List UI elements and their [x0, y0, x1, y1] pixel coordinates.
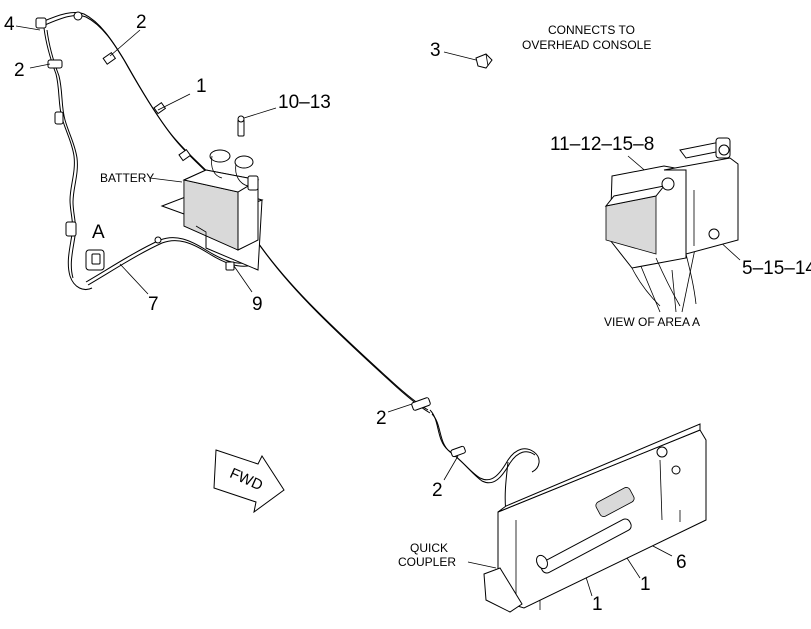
connects-label-line1: CONNECTS TO: [548, 23, 635, 37]
main-harness: [41, 11, 540, 535]
callout-1-low-b: 1: [592, 594, 603, 615]
area-a-view: [604, 137, 739, 307]
overhead-connector: [475, 53, 493, 69]
view-of-area-label: VIEW OF AREA A: [604, 315, 700, 329]
callout-2-mid: 2: [376, 408, 387, 429]
quick-coupler-illustration: [483, 423, 707, 613]
callout-2-left: 2: [14, 60, 25, 81]
callout-1-low-a: 1: [640, 574, 651, 595]
callout-4: 4: [4, 14, 15, 35]
callout-3: 3: [430, 40, 441, 61]
harness-clips: [35, 11, 466, 458]
callout-9: 9: [252, 294, 263, 315]
callout-10-13: 10–13: [278, 92, 331, 113]
callout-5-15-14: 5–15–14: [742, 258, 811, 279]
callout-numbers: 4 2 2 1 10–13 3 11–12–15–8 5–15–14 7 9 2…: [4, 12, 811, 615]
battery-illustration: [160, 149, 264, 271]
callout-1-upper: 1: [196, 76, 207, 97]
callout-6: 6: [676, 552, 687, 573]
area-a-marker: A: [92, 222, 105, 243]
callout-11-12-15-8: 11–12–15–8: [550, 134, 654, 155]
quick-coupler-label-line1: QUICK: [410, 541, 448, 555]
quick-coupler-label-line2: COUPLER: [398, 555, 456, 569]
forward-arrow-icon: FWD: [213, 449, 285, 514]
connects-label-line2: OVERHEAD CONSOLE: [522, 38, 651, 52]
callout-2-low: 2: [432, 480, 443, 501]
battery-label: BATTERY: [100, 171, 154, 185]
callout-2-top: 2: [136, 12, 147, 33]
callout-7: 7: [148, 294, 159, 315]
text-labels: BATTERY CONNECTS TO OVERHEAD CONSOLE VIE…: [100, 23, 700, 569]
